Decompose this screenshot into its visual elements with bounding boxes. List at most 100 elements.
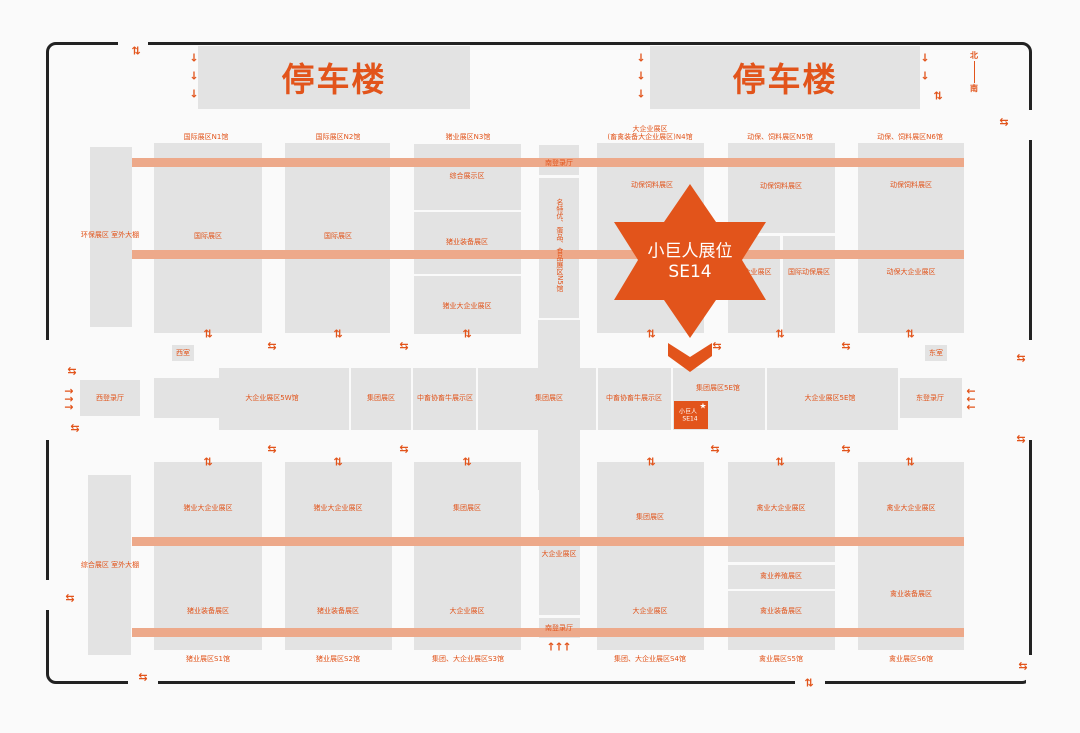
- hall-n1: [154, 143, 262, 333]
- entry-arrow-icon: →: [64, 400, 74, 414]
- parking-building-west: [198, 46, 470, 109]
- zone-celebrity: 名特优、蛋品、食品展区N5馆: [555, 198, 564, 292]
- flow-arrow-icon: ⇅: [203, 455, 213, 469]
- entry-arrow-icon: ⇆: [999, 115, 1009, 129]
- zone-feed-n4: 动保饲料展区: [631, 181, 673, 189]
- zone-west-gate: 西登录厅: [96, 394, 124, 402]
- entry-arrow-icon: ←: [966, 400, 976, 414]
- hall-n4-label-2: (畜禽装备大企业展区)N4馆: [607, 133, 693, 141]
- entry-arrow-icon: ⇅: [804, 676, 814, 690]
- parking-arrow-icon: ↓: [636, 51, 646, 65]
- entry-arrow-icon: ⇆: [1016, 432, 1026, 446]
- hall-n6: [858, 143, 964, 333]
- zone-intl-n1: 国际展区: [194, 232, 222, 240]
- entry-arrow-icon: ↑: [554, 640, 564, 654]
- flow-arrow-icon: ⇆: [267, 339, 277, 353]
- hall-n5-label: 动保、饲料展区N5馆: [747, 133, 813, 141]
- entry-arrow-icon: ⇆: [70, 421, 80, 435]
- flow-arrow-icon: ⇆: [841, 339, 851, 353]
- hall-n3-a: [414, 144, 521, 210]
- corridor-south-1: [132, 537, 964, 546]
- hall-n6-label: 动保、饲料展区N6馆: [877, 133, 943, 141]
- corridor-north-1: [132, 158, 964, 167]
- east-room: [925, 345, 947, 361]
- hall-s4-label: 集团、大企业展区S4馆: [614, 655, 686, 663]
- zone-east-gate: 东登录厅: [916, 394, 944, 402]
- flow-arrow-icon: ⇆: [710, 442, 720, 456]
- zone-general-show: 综合展示区: [449, 172, 485, 180]
- hall-s3: [414, 462, 521, 650]
- mid-west-stub: [154, 378, 219, 418]
- zone-intl-feed: 国际动保展区: [788, 268, 830, 276]
- zone-mid-show-2: 中畜协畜牛展示区: [606, 394, 662, 402]
- booth-small-label-1: 小巨人: [678, 408, 698, 416]
- parking-arrow-icon: ↓: [189, 87, 199, 101]
- booth-callout-number: SE14: [668, 262, 712, 282]
- zone-pig-big: 猪业大企业展区: [442, 302, 492, 310]
- hall-s5-b: [728, 565, 835, 589]
- hall-s3-label: 集团、大企业展区S3馆: [432, 655, 504, 663]
- zone-intl-n2: 国际展区: [324, 232, 352, 240]
- hall-n3-b: [414, 212, 521, 274]
- booth-small-label-2: SE14: [682, 415, 698, 423]
- env-outdoor-tent: [90, 147, 132, 327]
- flow-arrow-icon: ⇆: [841, 442, 851, 456]
- booth-star-icon: ★: [699, 401, 707, 411]
- compass-line: [973, 61, 975, 83]
- group-zone-mid-1: [351, 368, 411, 430]
- booth-se14-marker[interactable]: [674, 401, 708, 429]
- zone-env-outdoor: 环保展区 室外大棚: [80, 231, 140, 239]
- entry-arrow-icon: ←: [966, 392, 976, 406]
- parking-arrow-icon: ↓: [636, 69, 646, 83]
- hall-n1-label: 国际展区N1馆: [183, 133, 229, 141]
- booth-callout-title: 小巨人展位: [647, 241, 733, 262]
- zone-south-gate: 南登录厅: [545, 624, 573, 632]
- zone-poultry-big-s6: 禽业大企业展区: [886, 504, 936, 512]
- zone-5e-group: 集团展区5E馆: [696, 384, 740, 392]
- mid-show-zone-1: [413, 368, 476, 430]
- zone-5w: 大企业展区5W馆: [245, 394, 299, 402]
- parking-arrow-icon: ↓: [189, 69, 199, 83]
- parking-arrow-icon: ↓: [920, 69, 930, 83]
- hall-n2-label: 国际展区N2馆: [315, 133, 361, 141]
- zone-feed-big: 动保大企业展区: [886, 268, 936, 276]
- zone-pig-equip-s2: 猪业装备展区: [317, 607, 359, 615]
- flow-arrow-icon: ⇅: [203, 327, 213, 341]
- zone-group-s3: 集团展区: [453, 504, 481, 512]
- flow-arrow-icon: ⇅: [775, 455, 785, 469]
- flow-arrow-icon: ⇅: [333, 327, 343, 341]
- corridor-south-2: [132, 628, 964, 637]
- parking-arrow-icon: ↓: [920, 51, 930, 65]
- flow-arrow-icon: ⇅: [775, 327, 785, 341]
- hall-s6-label: 禽业展区S6馆: [889, 655, 933, 663]
- entry-arrow-icon: →: [64, 384, 74, 398]
- zone-north-entry: 南登录厅: [545, 159, 573, 167]
- zone-group-mid-2: 集团展区: [535, 394, 563, 402]
- flow-arrow-icon: ⇆: [712, 339, 722, 353]
- zone-poultry-equip-s5: 禽业装备展区: [760, 607, 802, 615]
- entry-arrow-icon: ←: [966, 384, 976, 398]
- zone-pig-equip: 猪业装备展区: [446, 238, 488, 246]
- parking-label-east: 停车楼: [732, 60, 838, 99]
- entry-arrow-icon: ↑: [562, 640, 572, 654]
- flow-arrow-icon: ⇆: [399, 442, 409, 456]
- entry-arrow-icon: ↑: [546, 640, 556, 654]
- hall-s6: [858, 462, 964, 650]
- hall-n2: [285, 143, 390, 333]
- hall-s5-label: 禽业展区S5馆: [759, 655, 803, 663]
- central-spine: [538, 320, 580, 490]
- zone-group-mid-1: 集团展区: [367, 394, 395, 402]
- entry-arrow-icon: ⇅: [933, 89, 943, 103]
- zone-pig-big-s1: 猪业大企业展区: [183, 504, 233, 512]
- compass-north: 北: [970, 51, 978, 60]
- flow-arrow-icon: ⇅: [905, 327, 915, 341]
- zone-poultry-equip-s6: 禽业装备展区: [890, 590, 932, 598]
- hall-s1-label: 猪业展区S1馆: [186, 655, 230, 663]
- group-zone-mid-2b: [580, 368, 596, 430]
- zone-5e: 大企业展区5E馆: [804, 394, 856, 402]
- hall-n4-label-1: 大企业展区: [632, 125, 668, 133]
- entry-arrow-icon: ⇆: [1018, 659, 1028, 673]
- zone-pig-big-s2: 猪业大企业展区: [313, 504, 363, 512]
- compass-south: 南: [970, 84, 978, 93]
